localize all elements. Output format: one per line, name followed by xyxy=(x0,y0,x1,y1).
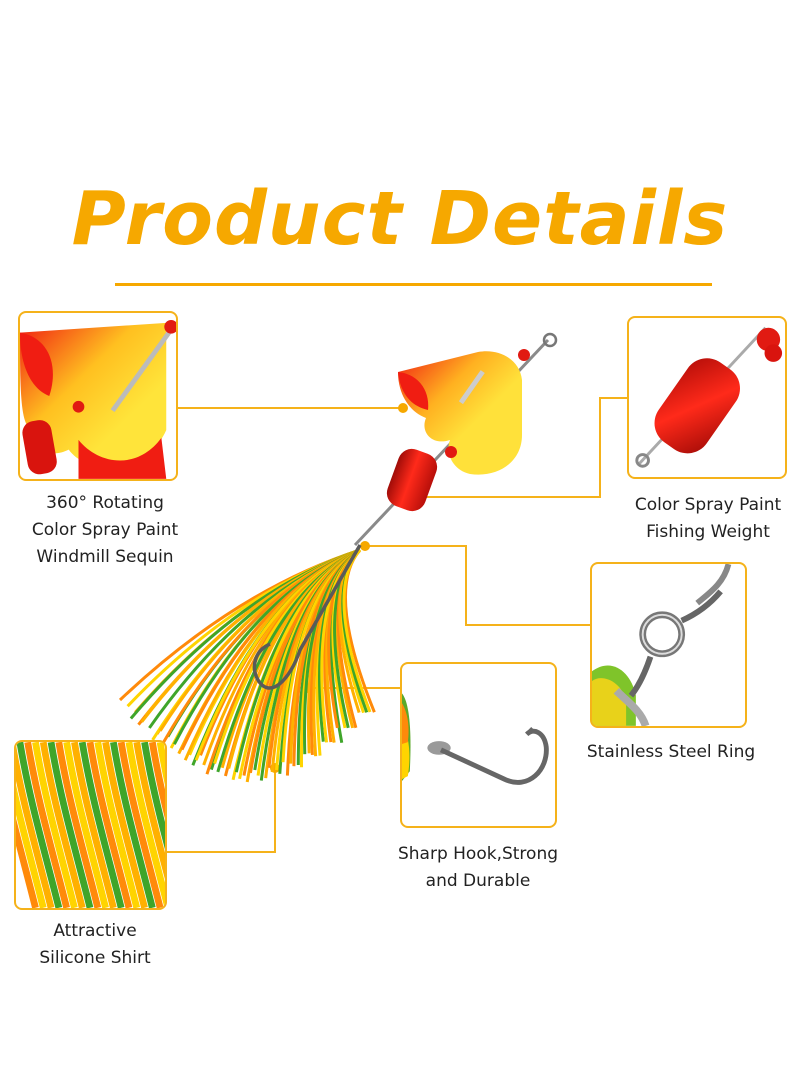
skirt-closeup-strand xyxy=(141,742,165,850)
skirt-closeup-strand xyxy=(63,742,109,908)
windmill-label: 360° Rotating Color Spray Paint Windmill… xyxy=(10,490,200,571)
skirt-label: Attractive Silicone Shirt xyxy=(0,918,190,972)
weight-label-line1: Color Spray Paint xyxy=(634,495,782,515)
skirt-label-line2: Silicone Shirt xyxy=(39,948,151,968)
skirt-closeup-strand xyxy=(24,742,70,908)
skirt-closeup-strand xyxy=(110,742,156,908)
skirt-closeup-strand xyxy=(125,742,165,908)
fishing-weight xyxy=(386,448,438,512)
bead xyxy=(445,446,457,458)
skirt-closeup-strand xyxy=(156,742,165,786)
weight-label-line2: Fishing Weight xyxy=(646,522,770,542)
windmill-closeup-image xyxy=(20,319,176,479)
windmill-blade xyxy=(398,351,522,475)
skirt-closeup-strand xyxy=(71,742,117,908)
leader-skirt xyxy=(167,768,276,853)
skirt-closeup-strand xyxy=(16,818,39,908)
leader-lines xyxy=(167,397,627,853)
skirt-closeup-strand xyxy=(32,742,78,908)
leader-weight xyxy=(408,397,627,498)
skirt-closeup-image xyxy=(16,742,165,908)
hook-label-line2: and Durable xyxy=(425,871,531,891)
skirt-closeup-strand xyxy=(16,784,47,908)
hook-label-line1: Sharp Hook,Strong xyxy=(397,844,559,864)
title-underline xyxy=(115,283,712,286)
skirt-closeup-strand xyxy=(94,742,141,908)
skirt-closeup-strand xyxy=(133,742,165,880)
top-eye xyxy=(542,332,558,348)
fishing-weight-photo xyxy=(627,316,787,479)
hook-closeup-image xyxy=(402,693,549,785)
hook xyxy=(252,544,362,690)
windmill-label-line1: 360° Rotating xyxy=(46,493,164,513)
weight-label: Color Spray Paint Fishing Weight xyxy=(613,492,800,546)
ring-closeup-image xyxy=(592,564,732,726)
skirt-closeup-strand xyxy=(39,742,86,908)
skirt-closeup-strand xyxy=(117,742,164,908)
skirt-closeup-strand xyxy=(16,742,63,908)
skirt-closeup-strand xyxy=(47,742,94,908)
weight-closeup-image xyxy=(635,326,783,468)
skirt-closeup-strand xyxy=(55,742,102,908)
bead xyxy=(518,349,530,361)
steel-ring-photo xyxy=(590,562,747,728)
skirt-closeup-strand xyxy=(78,742,125,908)
hook-label: Sharp Hook,Strong and Durable xyxy=(383,841,573,895)
ring-label-line1: Stainless Steel Ring xyxy=(586,742,756,762)
skirt-closeup-strand xyxy=(16,744,55,908)
windmill-label-line2: Color Spray Paint xyxy=(31,520,179,540)
leader-ring xyxy=(365,545,590,626)
ring-label: Stainless Steel Ring xyxy=(571,739,771,766)
windmill-sequin-photo xyxy=(18,311,178,481)
skirt-label-line1: Attractive xyxy=(53,921,137,941)
page-title: Product Details xyxy=(71,176,729,262)
silicone-skirt-photo xyxy=(14,740,167,910)
skirt-closeup-strand xyxy=(102,742,148,908)
hook-photo xyxy=(400,662,557,828)
windmill-label-line3: Windmill Sequin xyxy=(36,547,174,567)
skirt-closeup-strand xyxy=(148,742,165,819)
skirt-closeup-strand xyxy=(86,742,133,908)
